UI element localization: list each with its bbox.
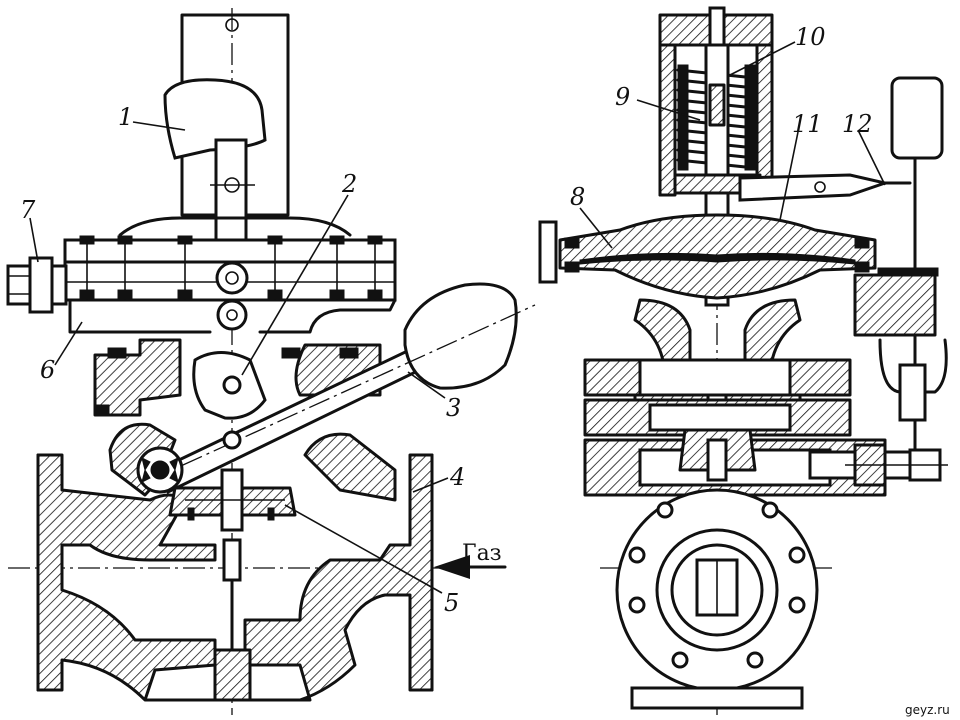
lever-11 — [738, 173, 891, 202]
handle-weight-3 — [403, 282, 518, 390]
callout-1: 1 — [118, 103, 133, 131]
valve-seat-5 — [168, 468, 297, 532]
weight-12 — [890, 76, 944, 160]
leader-5 — [284, 504, 443, 594]
callout-11: 11 — [792, 110, 823, 138]
callout-10: 10 — [795, 23, 826, 51]
lever-pivot-gear — [136, 446, 184, 494]
leader-10 — [729, 41, 796, 76]
leader-8 — [579, 207, 613, 249]
leader-3 — [407, 371, 446, 399]
lever-joint-lower — [216, 299, 248, 331]
weight-1 — [163, 78, 267, 160]
leader-4 — [412, 477, 449, 493]
callout-8: 8 — [570, 183, 585, 211]
flange-bolts — [79, 235, 383, 300]
upper-flange-plate — [63, 238, 397, 264]
callout-12: 12 — [842, 110, 873, 138]
leader-6 — [54, 321, 83, 366]
leader-1 — [132, 121, 186, 131]
callout-5: 5 — [444, 589, 459, 617]
leader-9 — [636, 99, 701, 121]
lever-joint-upper — [215, 261, 249, 295]
callout-numbers: 1 2 3 4 5 6 7 8 9 10 11 12 — [20, 23, 873, 617]
housing-6 — [68, 298, 397, 334]
left-view — [6, 8, 536, 715]
callout-leaders — [29, 41, 886, 594]
callout-3: 3 — [446, 394, 461, 422]
callout-9: 9 — [615, 83, 630, 111]
leader-11 — [779, 131, 799, 221]
callout-6: 6 — [40, 356, 55, 384]
leader-2 — [241, 194, 349, 376]
leader-7 — [29, 217, 39, 263]
gas-flow-label: Газ — [462, 541, 502, 566]
fitting-7 — [6, 256, 68, 314]
dome-cover — [118, 216, 352, 237]
valve-body-4 — [36, 453, 434, 702]
callout-4: 4 — [449, 463, 465, 491]
right-view — [538, 6, 948, 715]
leader-12 — [857, 129, 886, 186]
watermark: geyz.ru — [905, 703, 950, 717]
valve-body-outline — [36, 453, 434, 692]
top-bolt — [225, 18, 239, 32]
callout-2: 2 — [341, 170, 357, 198]
callout-7: 7 — [20, 196, 36, 224]
pipe-flange — [615, 488, 819, 692]
valve-stem — [213, 538, 252, 702]
flange-base — [630, 686, 804, 710]
body-bolts — [94, 347, 359, 416]
valve-upper-body — [93, 338, 182, 417]
